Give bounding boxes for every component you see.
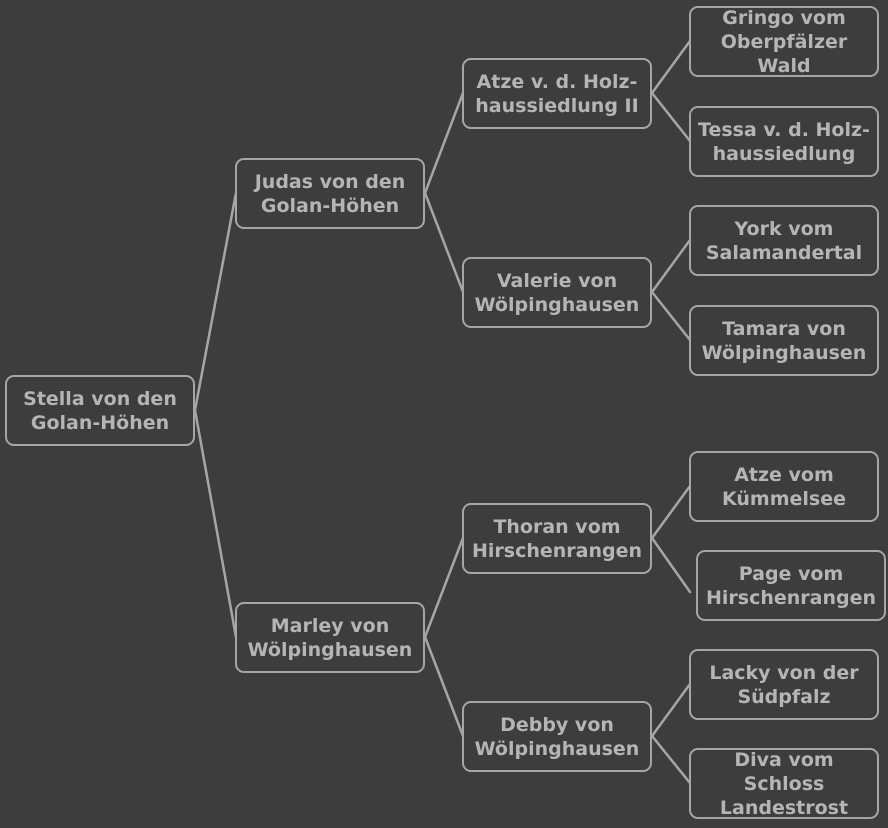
- node-text-line: Diva vom: [734, 748, 834, 771]
- node-dam-dam-sire: Lacky von der Südpfalz: [689, 649, 879, 720]
- node-text-line: Debby von: [500, 713, 614, 736]
- node-text-line: Lacky von der: [709, 661, 859, 684]
- node-text-line: Golan-Höhen: [260, 194, 400, 217]
- node-text-line: Page vom: [738, 562, 844, 585]
- node-text-line: Wölpinghausen: [474, 737, 640, 760]
- connector-line: [650, 91, 692, 143]
- node-subject: Stella von den Golan-Höhen: [5, 375, 195, 446]
- node-text-line: Wölpinghausen: [247, 638, 413, 661]
- node-text-line: Hirschenrangen: [471, 539, 643, 562]
- node-sire-dam-sire: York vom Salamandertal: [689, 205, 879, 276]
- node-dam-sire-sire: Atze vom Kümmelsee: [689, 451, 879, 522]
- node-text-line: Marley von: [270, 614, 390, 637]
- node-text-line: York vom: [734, 217, 834, 240]
- node-text-line: Kümmelsee: [722, 487, 846, 510]
- node-text-line: Schloss: [743, 772, 825, 795]
- node-text-line: Wölpinghausen: [701, 341, 867, 364]
- node-dam-sire: Thoran vom Hirschenrangen: [462, 503, 652, 574]
- node-text-line: Atze v. d. Holz-: [476, 70, 638, 93]
- connector-line: [423, 635, 465, 738]
- node-text-line: Judas von den: [254, 170, 406, 193]
- connector-line: [650, 536, 692, 594]
- node-text-line: Valerie von: [496, 269, 618, 292]
- node-sire-dam: Valerie von Wölpinghausen: [462, 257, 652, 328]
- connector-line: [193, 408, 238, 639]
- node-dam-dam: Debby von Wölpinghausen: [462, 701, 652, 772]
- connector-line: [423, 536, 465, 639]
- connector-line: [650, 39, 692, 95]
- node-text-line: Wölpinghausen: [474, 293, 640, 316]
- connector-line: [650, 290, 692, 342]
- connector-line: [423, 91, 465, 195]
- node-dam-sire-dam: Page vom Hirschenrangen: [696, 550, 886, 621]
- connector-line: [423, 191, 465, 294]
- node-text-line: haussiedlung II: [475, 94, 639, 117]
- connector-line: [650, 238, 692, 294]
- node-sire-sire-sire: Gringo vom Oberpfälzer Wald: [689, 6, 879, 77]
- node-text-line: Landestrost: [719, 796, 849, 819]
- node-sire: Judas von den Golan-Höhen: [235, 158, 425, 229]
- node-text-line: Hirschenrangen: [705, 586, 877, 609]
- node-text-line: Oberpfälzer: [720, 30, 848, 53]
- node-text-line: Wald: [757, 54, 811, 77]
- node-text-line: Thoran vom: [493, 515, 621, 538]
- connector-line: [650, 682, 692, 738]
- node-sire-sire-dam: Tessa v. d. Holz- haussiedlung: [689, 106, 879, 177]
- node-text-line: Stella von den: [23, 387, 177, 410]
- node-text-line: Salamandertal: [705, 241, 863, 264]
- connector-line: [650, 484, 692, 540]
- node-dam: Marley von Wölpinghausen: [235, 602, 425, 673]
- connector-line: [650, 734, 692, 785]
- node-text-line: Gringo vom: [722, 6, 846, 29]
- node-text-line: Golan-Höhen: [30, 411, 170, 434]
- node-sire-sire: Atze v. d. Holz- haussiedlung II: [462, 58, 652, 129]
- node-text-line: Südpfalz: [737, 685, 831, 708]
- connector-line: [193, 191, 238, 412]
- node-text-line: Tessa v. d. Holz-: [698, 118, 870, 141]
- node-text-line: Atze vom: [734, 463, 834, 486]
- node-dam-dam-dam: Diva vom Schloss Landestrost: [689, 748, 879, 819]
- node-text-line: haussiedlung: [712, 142, 856, 165]
- node-sire-dam-dam: Tamara von Wölpinghausen: [689, 305, 879, 376]
- node-text-line: Tamara von: [722, 317, 846, 340]
